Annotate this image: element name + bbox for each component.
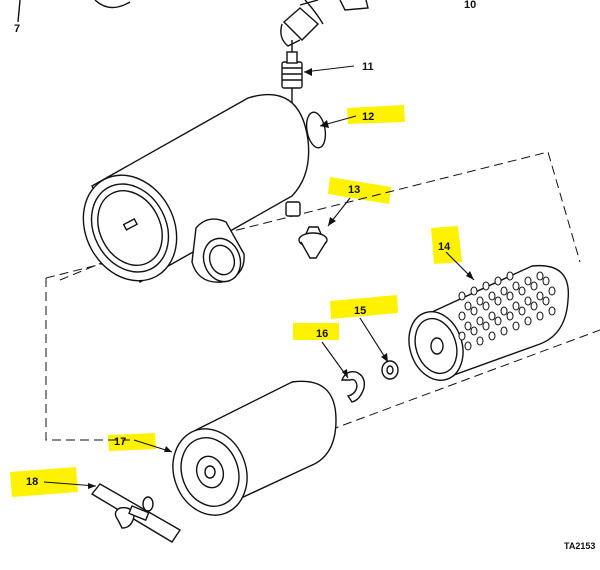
callout-10: 10 (464, 0, 476, 11)
filter-hole (506, 311, 514, 321)
filter-hole (464, 341, 472, 351)
filter-hole (500, 306, 508, 316)
filter-hole (500, 286, 508, 296)
filter-hole (542, 296, 550, 306)
callout-17: 17 (114, 436, 126, 448)
part-16-clip (340, 370, 366, 403)
filter-hole (458, 311, 466, 321)
filter-hole (464, 321, 472, 331)
part-17-cover (172, 380, 337, 516)
filter-hole (536, 311, 544, 321)
filter-hole (512, 321, 520, 331)
highlight-16 (293, 323, 339, 340)
filter-hole (476, 316, 484, 326)
callout-7: 7 (14, 23, 20, 35)
filter-hole (524, 316, 532, 326)
filter-hole (494, 276, 502, 286)
filter-hole (458, 291, 466, 301)
filter-hole (458, 331, 466, 341)
arrowheads (88, 68, 474, 489)
callout-12: 12 (362, 111, 374, 123)
filter-hole (506, 291, 514, 301)
filter-hole (494, 316, 502, 326)
filter-hole (470, 286, 478, 296)
filter-hole (506, 271, 514, 281)
highlight-17 (108, 433, 156, 451)
filter-hole (524, 276, 532, 286)
filter-hole (548, 306, 556, 316)
part-14-filter-element (408, 264, 570, 381)
filter-hole (488, 291, 496, 301)
filter-hole (488, 311, 496, 321)
part-15-washer (381, 360, 399, 380)
highlights (10, 105, 462, 497)
callout-11: 11 (362, 61, 374, 73)
highlight-13 (328, 177, 391, 204)
filter-hole (464, 301, 472, 311)
filter-hole (470, 326, 478, 336)
filter-hole (518, 286, 526, 296)
part-13-valve (298, 226, 328, 259)
filter-hole (512, 301, 520, 311)
filter-hole (512, 281, 520, 291)
callout-18: 18 (26, 476, 38, 488)
highlight-14 (431, 226, 462, 264)
highlight-12 (347, 105, 405, 124)
callout-13: 13 (348, 184, 360, 196)
filter-hole (500, 326, 508, 336)
filter-hole (536, 271, 544, 281)
callout-14: 14 (438, 241, 451, 253)
filter-hole (536, 291, 544, 301)
highlight-15 (330, 295, 398, 319)
filter-hole (494, 296, 502, 306)
filter-hole (518, 306, 526, 316)
callout-15: 15 (354, 305, 366, 317)
filter-hole (482, 281, 490, 291)
filter-hole (524, 296, 532, 306)
filter-hole (542, 276, 550, 286)
filter-hole (482, 301, 490, 311)
filter-hole (482, 321, 490, 331)
filter-hole (530, 281, 538, 291)
part-18-clamp (90, 483, 181, 543)
filter-hole (476, 336, 484, 346)
filter-hole (488, 331, 496, 341)
callout-16: 16 (316, 328, 328, 340)
filter-hole (470, 306, 478, 316)
filter-hole (548, 286, 556, 296)
top-fragments (17, 0, 369, 47)
part-12-housing (82, 93, 327, 283)
filter-hole (476, 296, 484, 306)
callout-labels: 7 10 11 12 13 14 15 16 17 18 TA2153 (14, 0, 595, 551)
filter-hole (530, 301, 538, 311)
figure-code: TA2153 (564, 541, 595, 551)
